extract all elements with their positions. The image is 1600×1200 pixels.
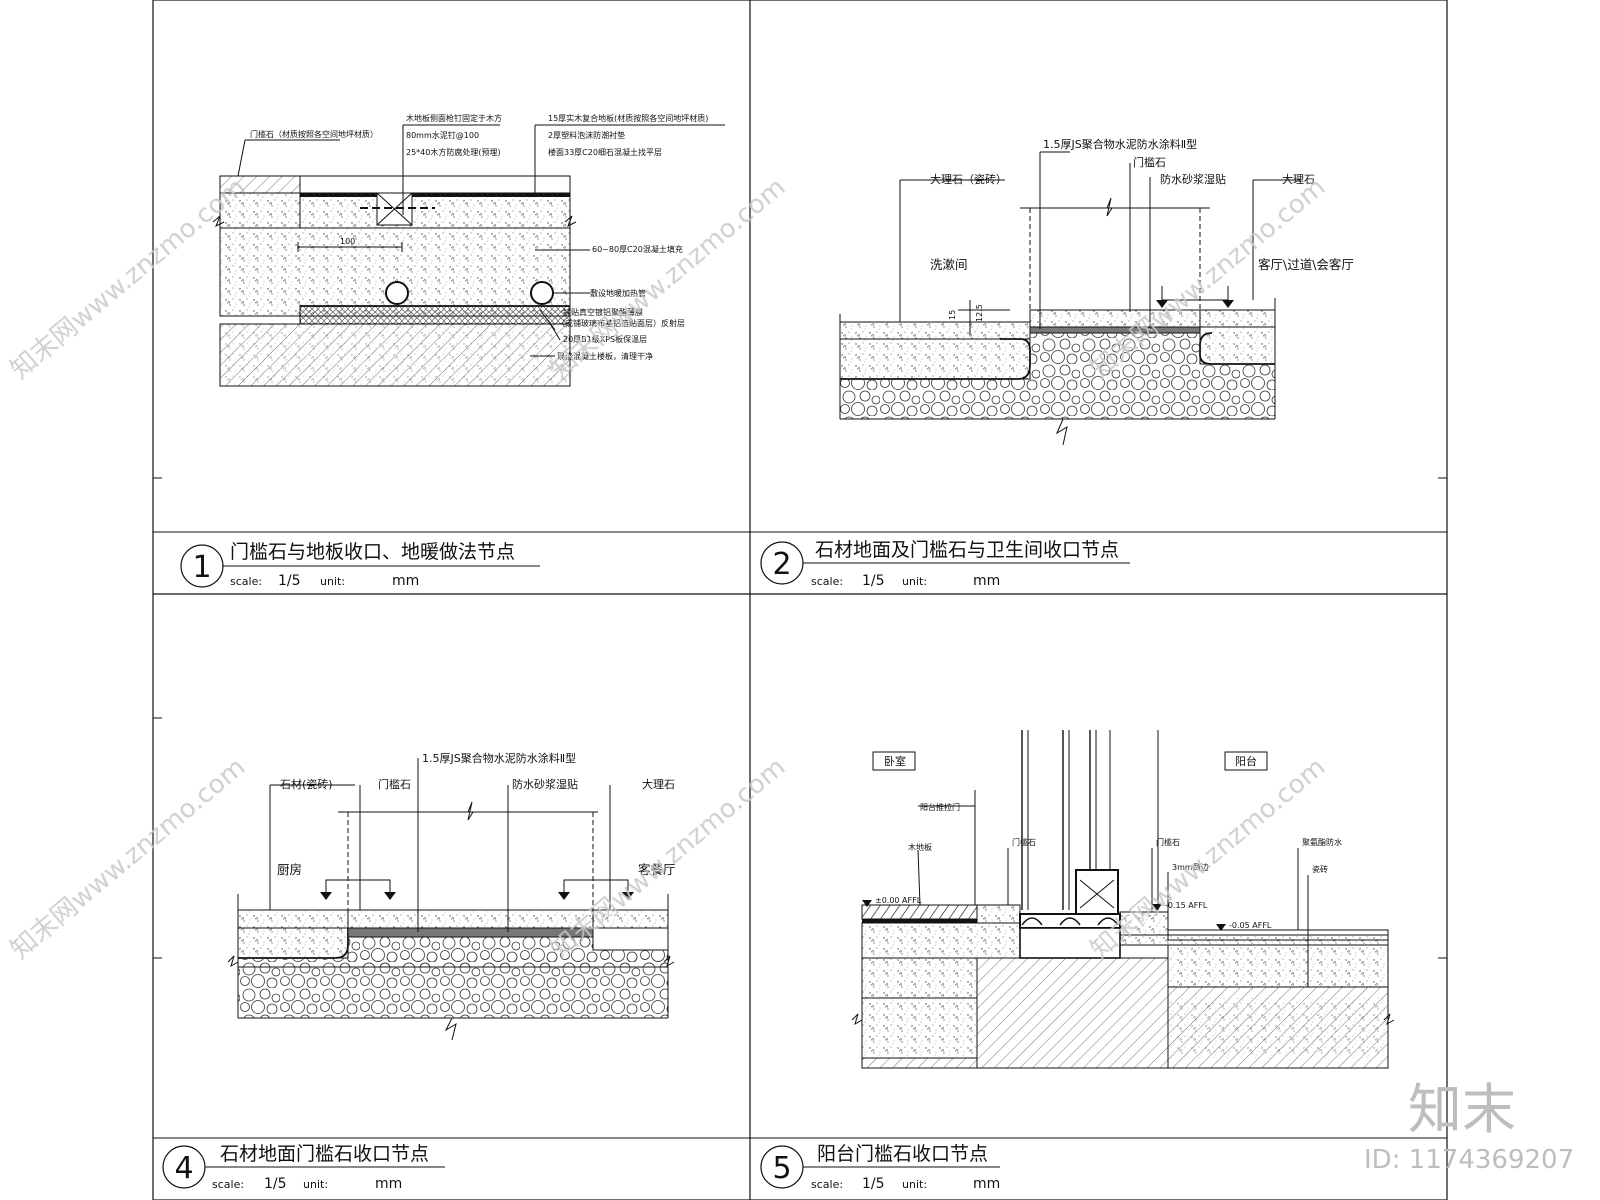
label-wood-nail: 木地板侧面枪钉固定于木方: [406, 113, 502, 123]
watermark-text: 知末网www.znzmo.com: [545, 172, 791, 385]
label-xps: 20厚B1级XPS板保温层: [563, 334, 647, 344]
label-mortar: 防水砂浆湿贴: [512, 777, 578, 791]
label-door: 阳台推拉门: [920, 802, 960, 812]
panel-5-detail: [851, 730, 1395, 1069]
panel-2-labels: 1.5厚JS聚合物水泥防水涂料Ⅱ型 门槛石 大理石（瓷砖） 防水砂浆湿贴 大理石…: [930, 137, 1354, 322]
room-living: 客厅\过道\会客厅: [1258, 257, 1354, 272]
panel-5-labels: 卧室 阳台 阳台推拉门 木地板 门槛石 门槛石 3mm倒边 聚氨酯防水 瓷砖 ±…: [875, 754, 1342, 930]
panel-4-unit-label: unit:: [303, 1178, 328, 1191]
watermark-text: 知末网www.znzmo.com: [5, 752, 251, 965]
panel-5-unit-label: unit:: [902, 1178, 927, 1191]
room-balcony: 阳台: [1235, 754, 1257, 768]
label-oak-floor: 15厚实木复合地板(材质按照各空间地坪材质): [548, 113, 708, 123]
panel-1-detail: [212, 124, 725, 387]
panel-1-unit-value: mm: [392, 573, 419, 589]
brand-stamp: 知末 ID: 1174369207: [1364, 1078, 1574, 1175]
label-reflect-2: （或铺玻璃布基铝箔贴面层）反射层: [557, 318, 685, 328]
label-tile: 瓷砖: [1312, 864, 1328, 874]
panel-1-scale-value: 1/5: [278, 573, 301, 589]
label-leveling: 楼面33厚C20细石混凝土找平层: [548, 147, 662, 157]
label-sill-left: 门槛石: [1012, 837, 1036, 847]
dim-100: 100: [340, 237, 355, 246]
panel-4-unit-value: mm: [375, 1176, 402, 1192]
room-dining: 客餐厅: [638, 862, 676, 877]
panel-5-number: 5: [772, 1151, 791, 1186]
level-left: ±0.00 AFFL: [875, 896, 922, 905]
panel-1-title: 门槛石与地板收口、地暖做法节点: [230, 541, 515, 563]
panel-4-scale-label: scale:: [212, 1178, 244, 1191]
label-sill: 门槛石: [378, 777, 411, 791]
watermark-text: 知末网www.znzmo.com: [5, 172, 251, 385]
label-marble-tile: 大理石（瓷砖）: [930, 172, 1007, 186]
panel-4-scale-value: 1/5: [264, 1176, 287, 1192]
panel-1-labels: 门槛石（材质按照各空间地坪材质） 木地板侧面枪钉固定于木方 80mm水泥钉@10…: [250, 113, 708, 361]
label-sill-right: 门槛石: [1156, 837, 1180, 847]
label-mortar: 防水砂浆湿贴: [1160, 172, 1226, 186]
panel-4-titleblock: 4 石材地面门槛石收口节点 scale: 1/5 unit: mm: [162, 1143, 445, 1192]
level-right: -0.05 AFFL: [1229, 921, 1272, 930]
label-slab: 现浇混凝土楼板，清理干净: [557, 351, 653, 361]
panel-1-unit-label: unit:: [320, 575, 345, 588]
panel-2-detail: [839, 151, 1300, 446]
panel-4-title: 石材地面门槛石收口节点: [220, 1143, 429, 1165]
panel-2-unit-value: mm: [973, 573, 1000, 589]
image-id-text: ID: 1174369207: [1364, 1145, 1574, 1175]
panel-1-scale-label: scale:: [230, 575, 262, 588]
label-wood-floor: 木地板: [908, 842, 932, 852]
label-foam: 2厚塑料泡沫防潮衬垫: [548, 130, 625, 140]
label-fill: 60~80厚C20混凝土填充: [592, 244, 683, 254]
label-pu-water: 聚氨酯防水: [1302, 837, 1342, 847]
sheet-frame: [152, 0, 1448, 1200]
dim-12-5: 12.5: [975, 304, 984, 322]
panel-2-unit-label: unit:: [902, 575, 927, 588]
label-cement-nail: 80mm水泥钉@100: [406, 130, 479, 140]
panel-5-titleblock: 5 阳台门槛石收口节点 scale: 1/5 unit: mm: [760, 1143, 1000, 1192]
label-marble: 大理石: [642, 777, 675, 791]
label-reflect-1: 铺贴真空镀铝聚酯薄膜: [563, 307, 643, 317]
brand-logo-text: 知末: [1408, 1078, 1516, 1141]
label-js: 1.5厚JS聚合物水泥防水涂料Ⅱ型: [1043, 137, 1197, 151]
label-sill: 门槛石: [1133, 155, 1166, 169]
panel-5-scale-label: scale:: [811, 1178, 843, 1191]
room-bathroom: 洗漱间: [930, 257, 968, 272]
dim-15: 15: [948, 310, 957, 320]
panel-5-scale-value: 1/5: [862, 1176, 885, 1192]
label-door-sill: 门槛石（材质按照各空间地坪材质）: [250, 129, 378, 139]
label-bevel: 3mm倒边: [1172, 862, 1209, 872]
level-mid: -0.15 AFFL: [1165, 901, 1208, 910]
panel-2-title: 石材地面及门槛石与卫生间收口节点: [815, 539, 1119, 561]
panel-2-scale-label: scale:: [811, 575, 843, 588]
label-marble: 大理石: [1282, 172, 1315, 186]
label-pipe: 敷设地暖加热管: [590, 288, 646, 298]
panel-4-number: 4: [174, 1151, 193, 1186]
panel-4-labels: 1.5厚JS聚合物水泥防水涂料Ⅱ型 石材(瓷砖) 门槛石 防水砂浆湿贴 大理石 …: [277, 751, 676, 877]
panel-4-detail: [227, 758, 675, 1041]
room-kitchen: 厨房: [277, 862, 302, 877]
panel-1-number: 1: [192, 550, 211, 585]
label-js: 1.5厚JS聚合物水泥防水涂料Ⅱ型: [422, 751, 576, 765]
label-batten: 25*40木方防腐处理(预埋): [406, 147, 501, 157]
panel-2-number: 2: [772, 547, 791, 582]
panel-1-titleblock: 1 门槛石与地板收口、地暖做法节点 scale: 1/5 unit: mm: [180, 541, 540, 589]
panel-2-titleblock: 2 石材地面及门槛石与卫生间收口节点 scale: 1/5 unit: mm: [760, 539, 1130, 589]
panel-2-scale-value: 1/5: [862, 573, 885, 589]
panel-5-title: 阳台门槛石收口节点: [817, 1143, 988, 1165]
panel-5-unit-value: mm: [973, 1176, 1000, 1192]
room-bedroom: 卧室: [884, 754, 906, 768]
label-stone-tile: 石材(瓷砖): [280, 777, 333, 791]
